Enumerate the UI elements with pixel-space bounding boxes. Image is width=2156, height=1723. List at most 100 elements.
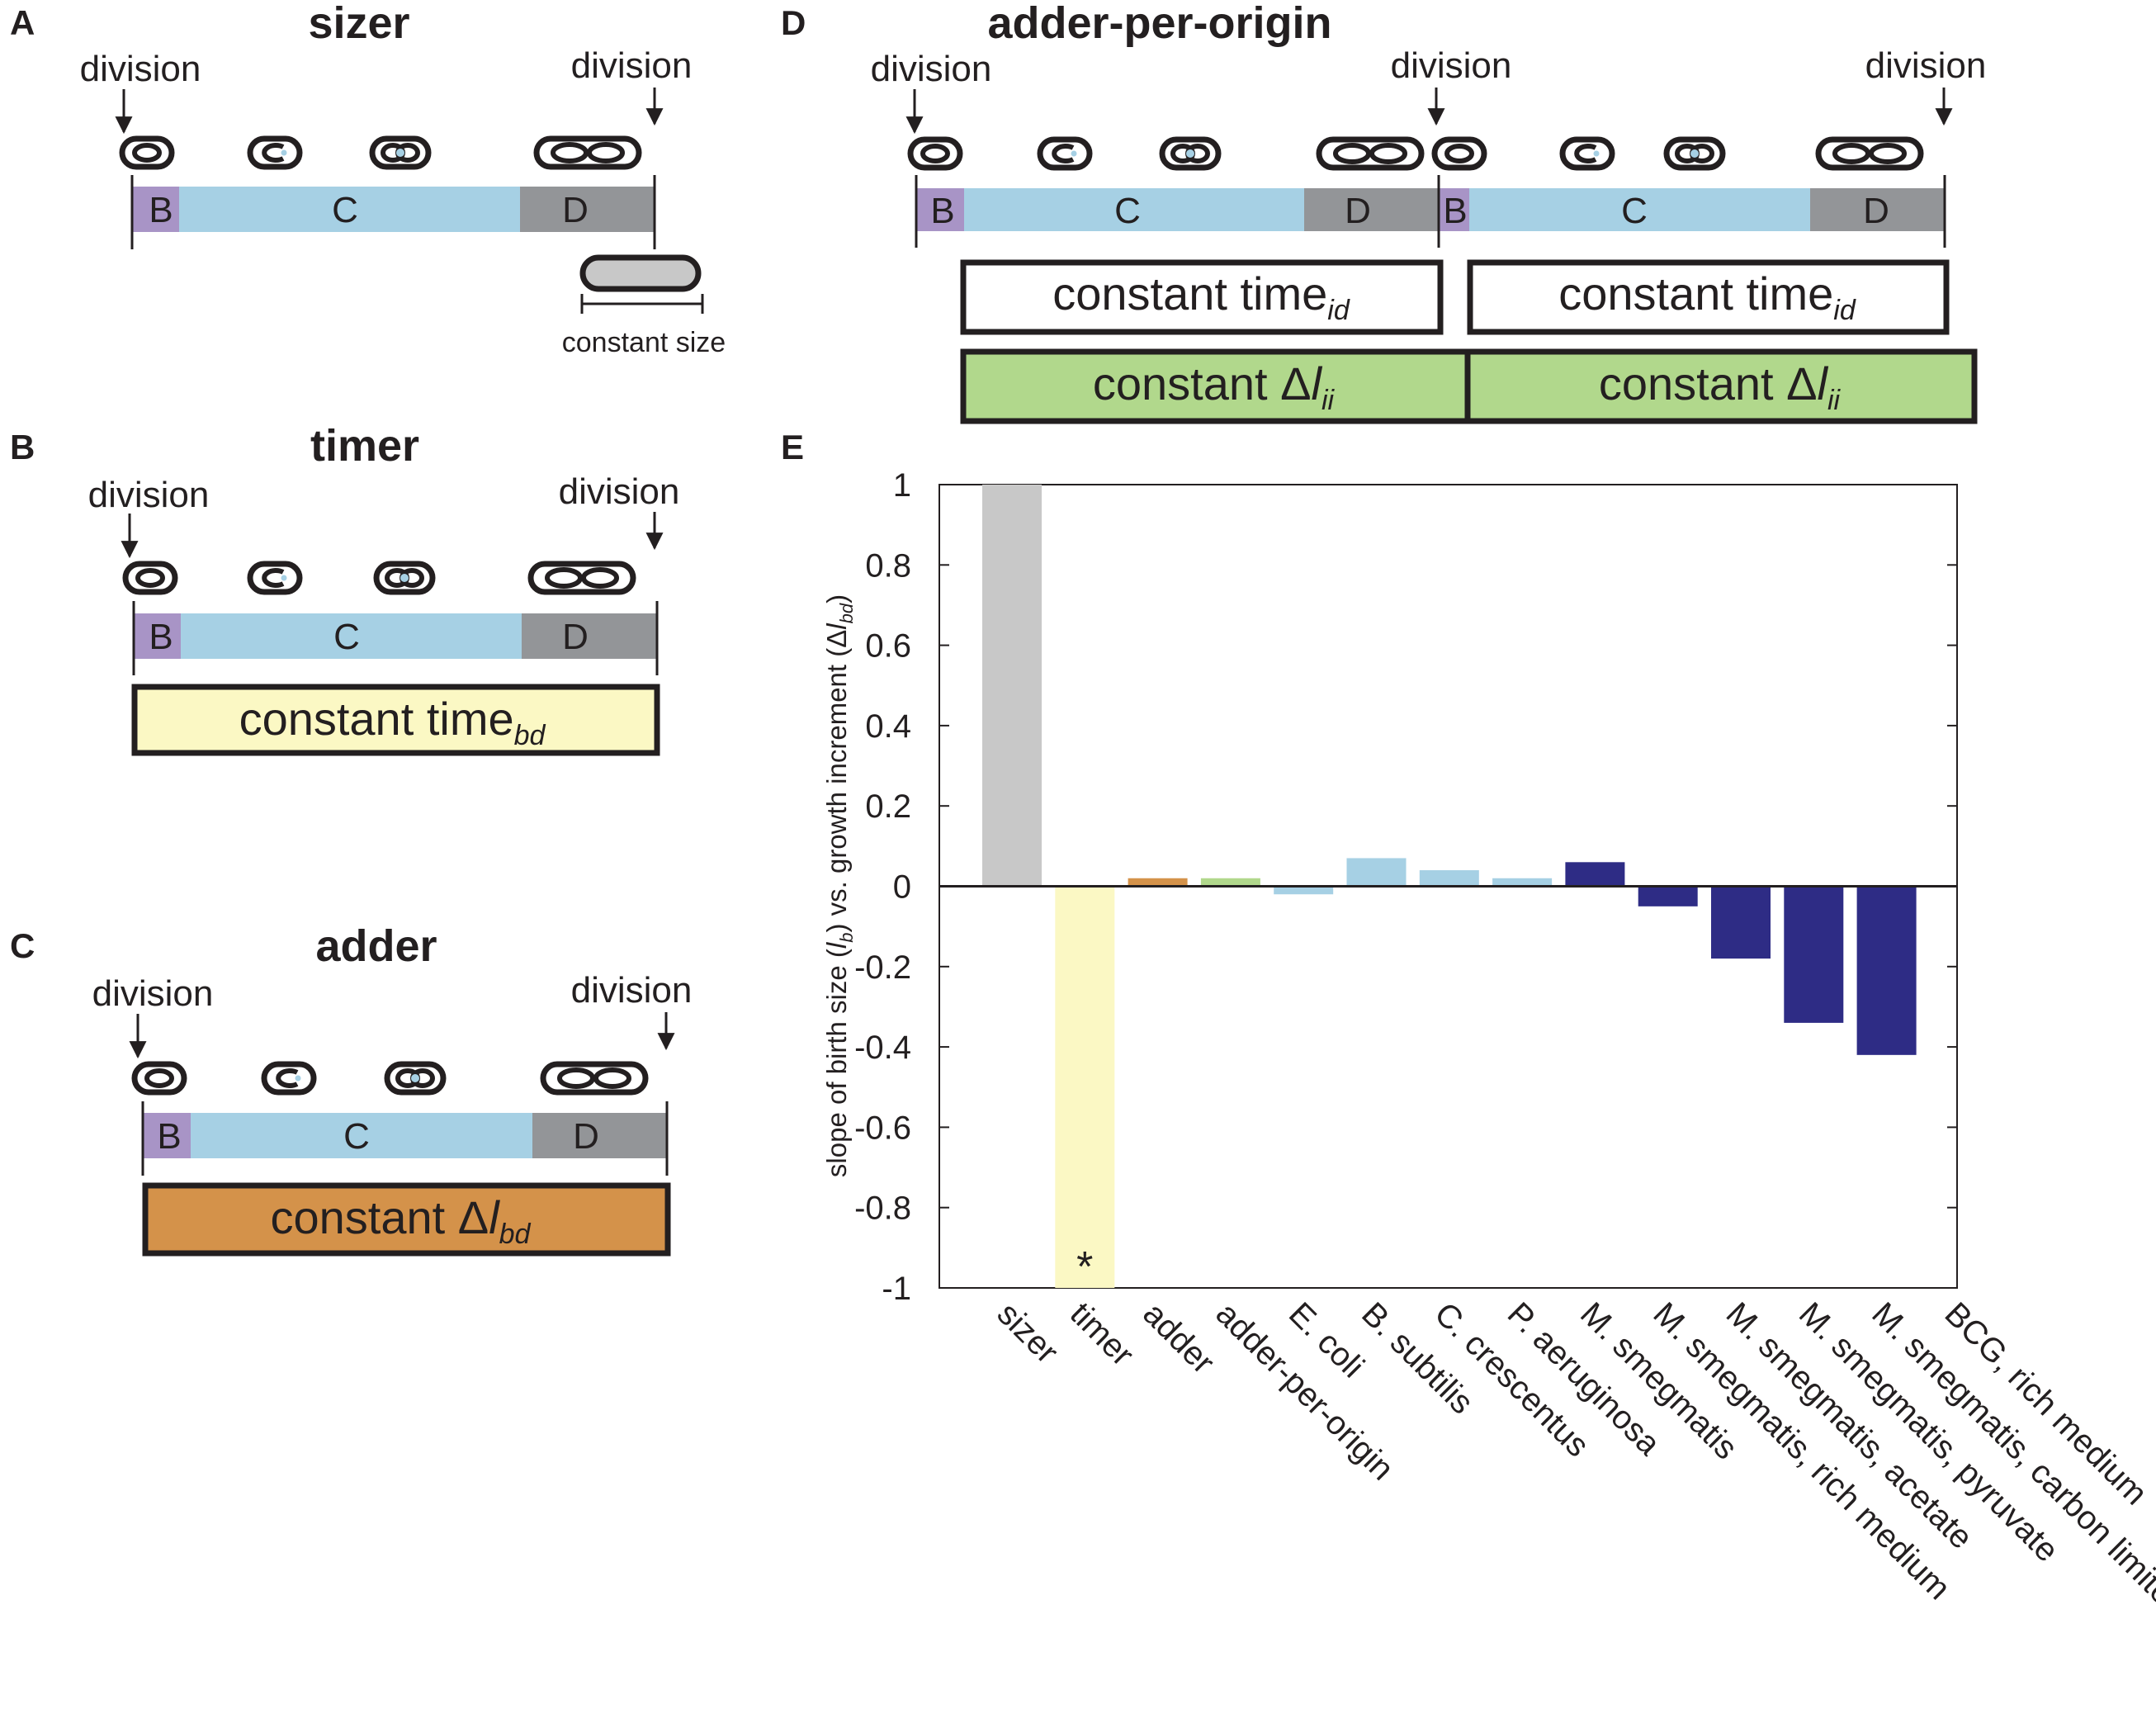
bar-m-smegmatis-rich-medium xyxy=(1638,886,1698,906)
bar-timer xyxy=(1055,886,1115,1288)
y-tick-label: 1 xyxy=(893,467,911,504)
phase-d-segment xyxy=(522,613,657,659)
y-tick-label: 0.2 xyxy=(865,788,911,825)
bar-adder xyxy=(1128,878,1188,887)
cell-replicated-icon xyxy=(376,564,433,592)
cell-replicated-icon xyxy=(1162,140,1218,168)
y-ticks: 10.80.60.40.20-0.2-0.4-0.6-0.8-1 xyxy=(854,467,1957,1307)
phase-b-label: B xyxy=(149,190,173,230)
phase-d-segment xyxy=(1304,188,1439,231)
phase-d-label: D xyxy=(1345,191,1371,231)
constant-time-bd-label: constant timebd xyxy=(239,693,546,751)
bar-m-smegmatis-carbon-limited xyxy=(1856,886,1917,1055)
bar-m-smegmatis-pyruvate xyxy=(1784,886,1844,1023)
division-label-middle: division xyxy=(1391,45,1512,86)
phase-b-label: B xyxy=(1443,191,1467,231)
panel-a: A sizer division division B C D constant… xyxy=(10,0,726,358)
panel-e: E slope of birth size (lb) vs. growth in… xyxy=(781,428,2156,1625)
constant-size-caption: constant size xyxy=(562,327,726,358)
division-label-left: division xyxy=(92,973,214,1014)
bar-p-aeruginosa xyxy=(1492,878,1553,887)
constant-time-id-box xyxy=(960,259,1444,335)
cell-replicated-icon xyxy=(1667,140,1723,168)
panel-title-timer: timer xyxy=(310,421,419,471)
phase-b-segment xyxy=(134,613,181,659)
constant-size-cell-icon xyxy=(579,254,702,292)
division-label-left: division xyxy=(80,49,201,89)
cell-replicating-icon xyxy=(250,139,300,167)
cell-replicated-icon xyxy=(372,139,428,167)
cell-replicating-icon xyxy=(264,1064,314,1092)
panel-title-sizer: sizer xyxy=(308,0,409,48)
phase-c-label: C xyxy=(333,617,360,657)
cell-replicated-icon xyxy=(387,1064,443,1092)
cell-replicating-icon xyxy=(250,564,300,592)
y-tick-label: 0.8 xyxy=(865,547,911,584)
phase-c-label: C xyxy=(332,190,358,230)
phase-d-label: D xyxy=(573,1116,599,1157)
bar-b-subtilis xyxy=(1346,858,1407,887)
y-tick-label: -1 xyxy=(882,1271,911,1307)
phase-c-segment xyxy=(964,188,1304,231)
cell-newborn-icon xyxy=(125,564,175,592)
phase-c-segment xyxy=(181,613,522,659)
x-tick-label: sizer xyxy=(991,1295,1066,1370)
panel-b: B timer division division B C D constant… xyxy=(10,421,680,756)
phase-c-label: C xyxy=(1621,191,1648,231)
panel-letter-c: C xyxy=(10,926,35,965)
cell-predivision-icon xyxy=(1319,140,1421,168)
division-label-right: division xyxy=(1865,45,1987,86)
phase-c-label: C xyxy=(1114,191,1141,231)
phase-d-segment xyxy=(520,187,655,232)
phase-c-segment xyxy=(191,1113,532,1158)
y-tick-label: 0.4 xyxy=(865,708,911,745)
cell-newborn-icon xyxy=(910,140,960,168)
constant-delta-l-ii-label: constant Δlii xyxy=(1599,357,1842,416)
panel-title-adder-per-origin: adder-per-origin xyxy=(987,0,1331,48)
phase-b-label: B xyxy=(149,617,173,657)
phase-b-label: B xyxy=(157,1116,181,1157)
x-tick-label: timer xyxy=(1063,1295,1141,1373)
bar-m-smegmatis-acetate xyxy=(1711,886,1771,959)
panel-d: D adder-per-origin division division div… xyxy=(781,0,1987,424)
phase-d-segment xyxy=(1810,188,1945,231)
y-tick-label: 0.6 xyxy=(865,628,911,665)
phase-d-label: D xyxy=(562,617,589,657)
bars xyxy=(982,485,1917,1288)
constant-delta-l-bd-box xyxy=(142,1182,671,1257)
division-label-right: division xyxy=(571,45,693,86)
x-tick-label: adder xyxy=(1136,1295,1221,1380)
timer-asterisk: * xyxy=(1076,1243,1093,1291)
phase-d-segment xyxy=(532,1113,667,1158)
y-tick-label: -0.4 xyxy=(854,1030,911,1066)
constant-delta-l-ii-box xyxy=(1464,348,1978,424)
bar-adder-per-origin xyxy=(1200,878,1260,887)
cell-predivision-icon xyxy=(531,564,633,592)
division-label-right: division xyxy=(559,471,680,512)
cell-newborn-icon xyxy=(122,139,172,167)
division-label-left: division xyxy=(88,475,210,515)
bar-c-crescentus xyxy=(1419,870,1479,887)
y-tick-label: 0 xyxy=(893,869,911,906)
cell-predivision-icon xyxy=(537,139,639,167)
cell-replicating-icon xyxy=(1563,140,1612,168)
constant-delta-l-ii-label: constant Δlii xyxy=(1093,357,1336,416)
panel-letter-d: D xyxy=(781,3,806,42)
constant-time-bd-box xyxy=(131,684,660,756)
cell-newborn-icon xyxy=(1435,140,1484,168)
cell-newborn-icon xyxy=(135,1064,184,1092)
y-axis-label: slope of birth size (lb) vs. growth incr… xyxy=(821,594,857,1177)
phase-b-label: B xyxy=(930,191,954,231)
phase-c-segment xyxy=(1469,188,1810,231)
panel-letter-e: E xyxy=(781,428,804,466)
constant-delta-l-bd-label: constant Δlbd xyxy=(271,1191,532,1250)
bar-m-smegmatis xyxy=(1565,862,1625,887)
division-label-right: division xyxy=(571,970,693,1011)
panel-title-adder: adder xyxy=(315,921,437,971)
bar-sizer xyxy=(982,485,1042,887)
phase-b-segment xyxy=(143,1113,191,1158)
phase-b-segment xyxy=(1439,188,1469,231)
panel-letter-a: A xyxy=(10,3,35,42)
constant-time-id-box xyxy=(1467,259,1950,335)
